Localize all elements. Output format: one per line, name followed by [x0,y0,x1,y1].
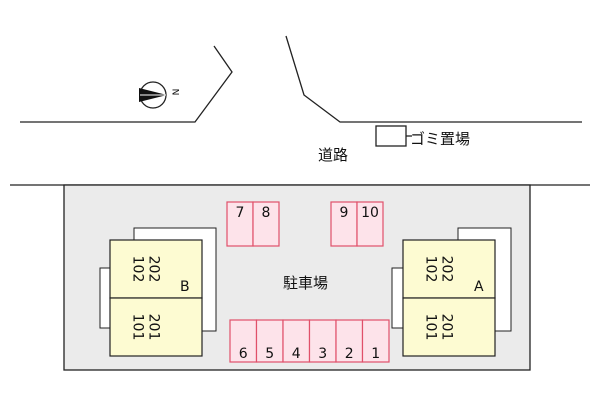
parking-label: 駐車場 [283,274,329,292]
parking-stall-2 [335,319,364,363]
parking-stall-1 [361,319,390,363]
road-label: 道路 [318,146,349,164]
building-b [99,227,217,357]
building-b-lower-unit-2: 101 [129,313,146,341]
parking-stall-10 [356,201,384,247]
building-b-lower-unit-1: 201 [145,313,162,341]
parking-stall-5 [255,319,284,363]
building-a-upper-unit-2: 102 [422,255,439,283]
building-a-lower-unit-2: 101 [422,313,439,341]
building-a-letter: A [474,279,484,295]
parking-stall-number-6: 6 [238,346,248,362]
parking-stall-number-2: 2 [344,346,354,362]
parking-stall-number-8: 8 [261,205,271,221]
parking-stall-number-1: 1 [371,346,381,362]
parking-stall-number-5: 5 [265,346,275,362]
building-b-upper-unit-1: 202 [145,255,162,283]
garbage-area [375,125,407,147]
north-label: N [169,88,180,96]
parking-stall-number-3: 3 [318,346,328,362]
building-a-upper-unit-1: 202 [438,255,455,283]
parking-stall-number-9: 9 [339,205,349,221]
parking-stall-number-7: 7 [235,205,245,221]
garbage-area-label: ゴミ置場 [410,130,471,148]
parking-stall-4 [282,319,311,363]
parking-stall-9 [330,201,358,247]
building-a [391,227,512,357]
parking-stall-number-10: 10 [361,205,379,221]
road-edge-upper-right [285,35,582,123]
parking-stalls [226,201,390,363]
north-arrow-icon [139,81,167,109]
road-edge-upper-left [20,45,233,123]
building-b-letter: B [180,279,190,295]
parking-stall-8 [252,201,280,247]
parking-stall-number-4: 4 [291,346,301,362]
building-b-upper-unit-2: 102 [129,255,146,283]
building-a-lower-unit-1: 201 [438,313,455,341]
